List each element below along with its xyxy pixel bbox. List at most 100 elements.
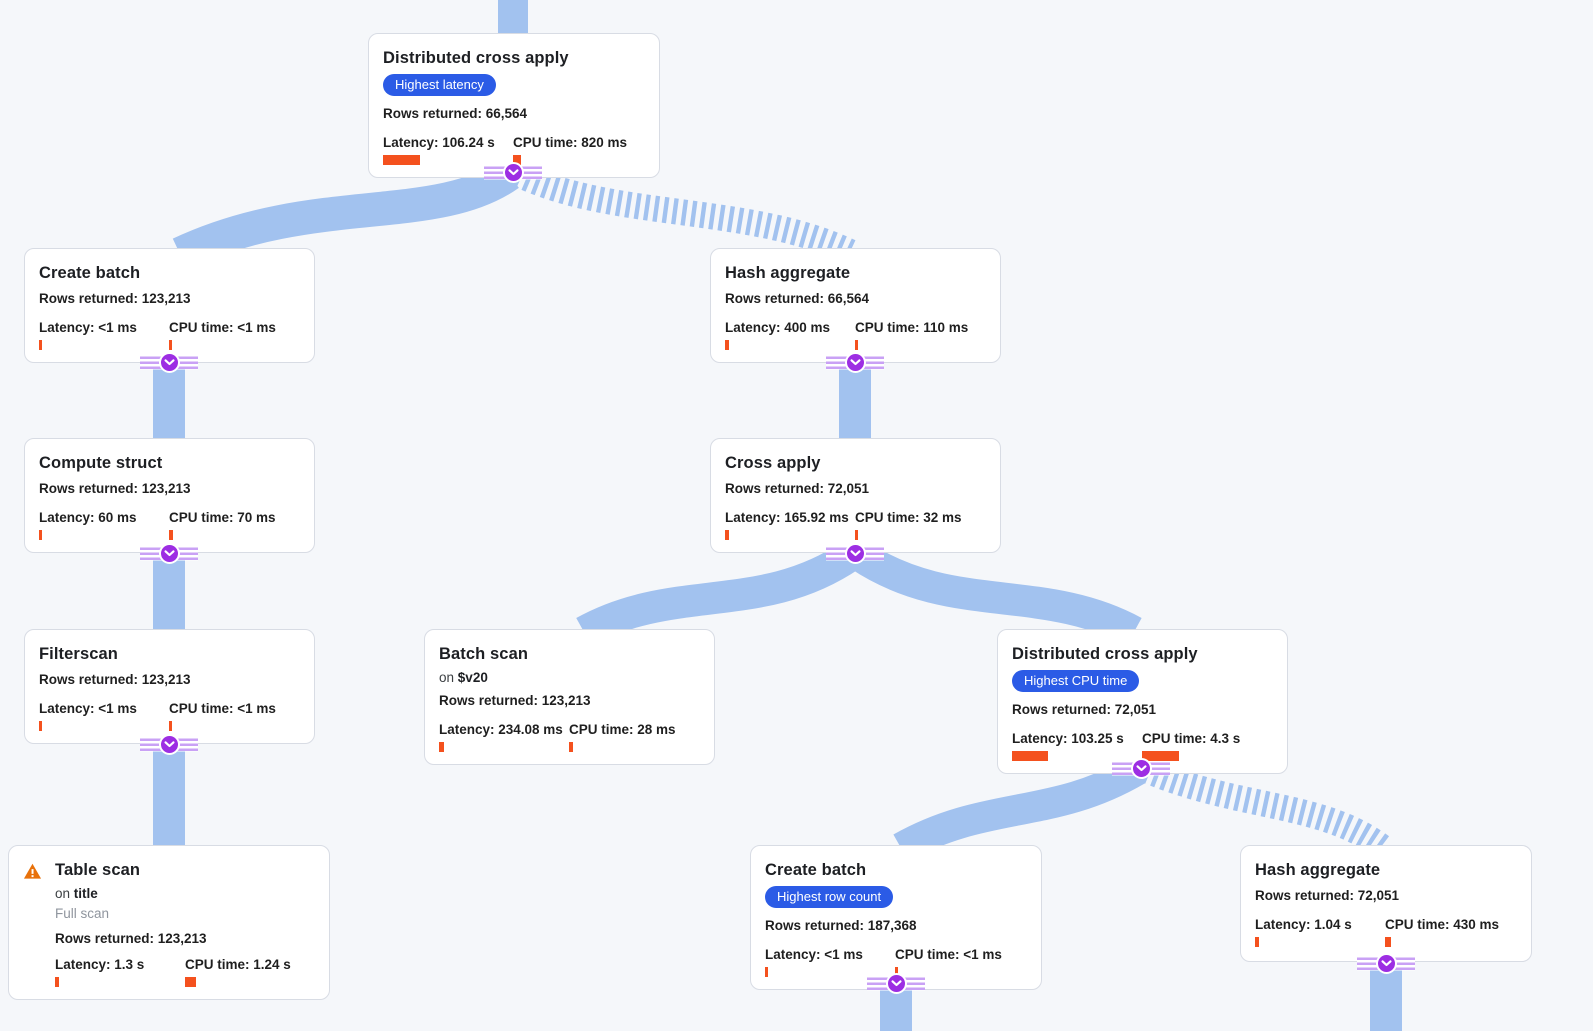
cpu-time-value: CPU time: <1 ms [169,701,276,716]
scan-target: on title [55,886,98,901]
edge-dca2-to-create-batch2 [893,756,1145,862]
rows-returned: Rows returned: 66,564 [725,291,870,306]
plan-node-cross-apply[interactable]: Cross apply Rows returned: 72,051 Latenc… [710,438,1001,553]
cpu-time-value: CPU time: 32 ms [855,510,962,525]
scan-type: Full scan [55,906,110,921]
collapse-connector-create-batch-1[interactable] [140,352,198,373]
node-title: Create batch [765,861,867,879]
node-title: Compute struct [39,454,163,472]
cpu-time-value: CPU time: <1 ms [895,947,1002,962]
plan-node-hash-aggregate-2[interactable]: Hash aggregate Rows returned: 72,051 Lat… [1240,845,1532,962]
latency-value: Latency: 1.3 s [55,957,145,972]
cpu-time-bar [569,742,573,752]
chevron-down-icon [844,543,866,564]
plan-node-distributed-cross-apply-2[interactable]: Distributed cross apply Highest CPU time… [997,629,1288,774]
latency-value: Latency: 234.08 ms [439,722,563,737]
edge-dca-to-create-batch [172,159,519,270]
cpu-time-value: CPU time: 820 ms [513,135,628,150]
collapse-connector-compute-struct[interactable] [140,543,198,564]
edge-cross-apply-to-dca2 [850,541,1142,647]
latency-bar [1012,751,1048,761]
rows-returned: Rows returned: 187,368 [765,918,917,933]
latency-bar [439,742,444,752]
collapse-connector-hash-aggregate-1[interactable] [826,352,884,373]
node-title: Cross apply [725,454,821,472]
node-title: Create batch [39,264,141,282]
latency-value: Latency: 400 ms [725,320,831,335]
node-title: Hash aggregate [1255,861,1381,879]
rows-returned: Rows returned: 123,213 [439,693,591,708]
chevron-down-icon [158,352,180,373]
node-title: Distributed cross apply [1012,645,1198,663]
chevron-down-icon [158,543,180,564]
latency-value: Latency: 106.24 s [383,135,495,150]
cpu-time-value: CPU time: <1 ms [169,320,276,335]
rows-returned: Rows returned: 123,213 [39,672,191,687]
rows-returned: Rows returned: 72,051 [1255,888,1400,903]
plan-node-create-batch-2[interactable]: Create batch Highest row count Rows retu… [750,845,1042,990]
highest-latency-badge: Highest latency [383,74,496,96]
rows-returned: Rows returned: 123,213 [39,481,191,496]
cpu-time-value: CPU time: 28 ms [569,722,676,737]
cpu-time-bar [513,155,521,165]
latency-bar [765,967,768,977]
rows-returned: Rows returned: 123,213 [39,291,191,306]
node-title: Hash aggregate [725,264,851,282]
node-title: Table scan [55,861,141,879]
collapse-connector-filterscan[interactable] [140,734,198,755]
plan-node-distributed-cross-apply-root[interactable]: Distributed cross apply Highest latency … [368,33,660,178]
node-title: Batch scan [439,645,529,663]
latency-value: Latency: 165.92 ms [725,510,849,525]
plan-node-hash-aggregate-1[interactable]: Hash aggregate Rows returned: 66,564 Lat… [710,248,1001,363]
chevron-down-icon [158,734,180,755]
warning-icon [23,862,42,886]
chevron-down-icon [844,352,866,373]
cpu-time-bar [855,530,858,540]
cpu-time-bar [1142,751,1179,761]
highest-row-count-badge: Highest row count [765,886,894,908]
plan-node-create-batch-1[interactable]: Create batch Rows returned: 123,213 Late… [24,248,315,363]
cpu-time-bar [185,977,196,987]
plan-node-batch-scan[interactable]: Batch scan on $v20 Rows returned: 123,21… [424,629,715,765]
chevron-down-icon [1130,758,1152,779]
node-title: Filterscan [39,645,118,663]
cpu-time-bar [169,721,172,731]
cpu-time-value: CPU time: 110 ms [855,320,969,335]
plan-node-filterscan[interactable]: Filterscan Rows returned: 123,213 Latenc… [24,629,315,744]
collapse-connector-cross-apply[interactable] [826,543,884,564]
collapse-connector-hash-aggregate-2[interactable] [1357,953,1415,974]
chevron-down-icon [502,162,524,183]
node-title: Distributed cross apply [383,49,569,67]
latency-bar [55,977,59,987]
latency-value: Latency: 1.04 s [1255,917,1352,932]
plan-node-compute-struct[interactable]: Compute struct Rows returned: 123,213 La… [24,438,315,553]
latency-bar [39,530,42,540]
cpu-time-bar [1385,937,1391,947]
highest-cpu-time-badge: Highest CPU time [1012,670,1140,692]
rows-returned: Rows returned: 72,051 [725,481,870,496]
latency-value: Latency: <1 ms [39,701,137,716]
latency-bar [1255,937,1259,947]
collapse-connector-dca-root[interactable] [484,162,542,183]
rows-returned: Rows returned: 123,213 [55,931,207,946]
edge-dca-to-hash-aggregate-striped [512,162,856,264]
latency-bar [39,721,42,731]
cpu-time-value: CPU time: 4.3 s [1142,731,1241,746]
cpu-time-bar [855,340,858,350]
latency-bar [383,155,420,165]
latency-bar [725,340,729,350]
chevron-down-icon [1375,953,1397,974]
chevron-down-icon [885,973,907,994]
latency-bar [39,340,42,350]
cpu-time-value: CPU time: 430 ms [1385,917,1500,932]
latency-value: Latency: <1 ms [765,947,863,962]
plan-node-table-scan[interactable]: Table scan on title Full scan Rows retur… [8,845,330,1000]
collapse-connector-dca-2[interactable] [1112,758,1170,779]
collapse-connector-create-batch-2[interactable] [867,973,925,994]
edge-dca2-to-hash-aggregate2-striped [1141,757,1391,859]
scan-target: on $v20 [439,670,488,685]
cpu-time-value: CPU time: 70 ms [169,510,276,525]
latency-value: Latency: <1 ms [39,320,137,335]
